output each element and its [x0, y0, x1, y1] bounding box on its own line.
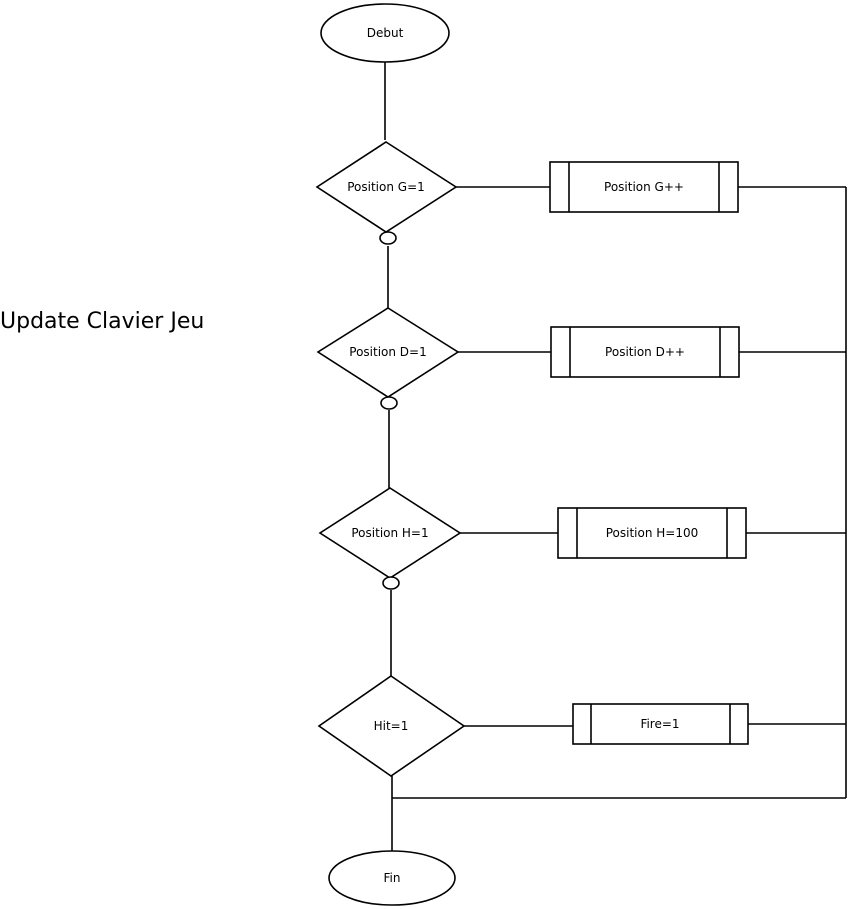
process-node-position-d-increment: Position D++ — [550, 326, 740, 378]
process-box — [549, 161, 739, 213]
end-ellipse — [328, 850, 456, 906]
process-label: Fire=1 — [640, 717, 679, 731]
end-label: Fin — [384, 871, 401, 885]
decision-node-hit: Hit=1 — [317, 675, 466, 777]
decision-label: Hit=1 — [374, 719, 409, 733]
process-node-position-h-set: Position H=100 — [557, 507, 747, 559]
connector-knob — [382, 576, 400, 590]
process-node-fire: Fire=1 — [572, 703, 749, 745]
connectors — [384, 62, 847, 851]
process-box — [572, 703, 749, 745]
decision-node-position-d: Position D=1 — [316, 307, 460, 410]
start-ellipse — [320, 3, 450, 63]
process-node-position-g-increment: Position G++ — [549, 161, 739, 213]
process-label: Position H=100 — [606, 526, 699, 540]
decision-diamond — [317, 675, 466, 777]
connector-knob — [379, 231, 397, 245]
end-node: Fin — [328, 850, 456, 906]
process-box — [550, 326, 740, 378]
decision-node-position-h: Position H=1 — [318, 487, 462, 590]
diagram-title: Update Clavier Jeu — [0, 309, 205, 334]
decision-label: Position H=1 — [351, 526, 428, 540]
start-node: Debut — [320, 3, 450, 63]
connector-knob — [380, 396, 398, 410]
process-box — [557, 507, 747, 559]
decision-node-position-g: Position G=1 — [315, 141, 458, 245]
process-label: Position D++ — [605, 345, 685, 359]
decision-label: Position G=1 — [347, 180, 425, 194]
start-label: Debut — [367, 26, 404, 40]
decision-label: Position D=1 — [349, 345, 426, 359]
process-label: Position G++ — [604, 180, 684, 194]
